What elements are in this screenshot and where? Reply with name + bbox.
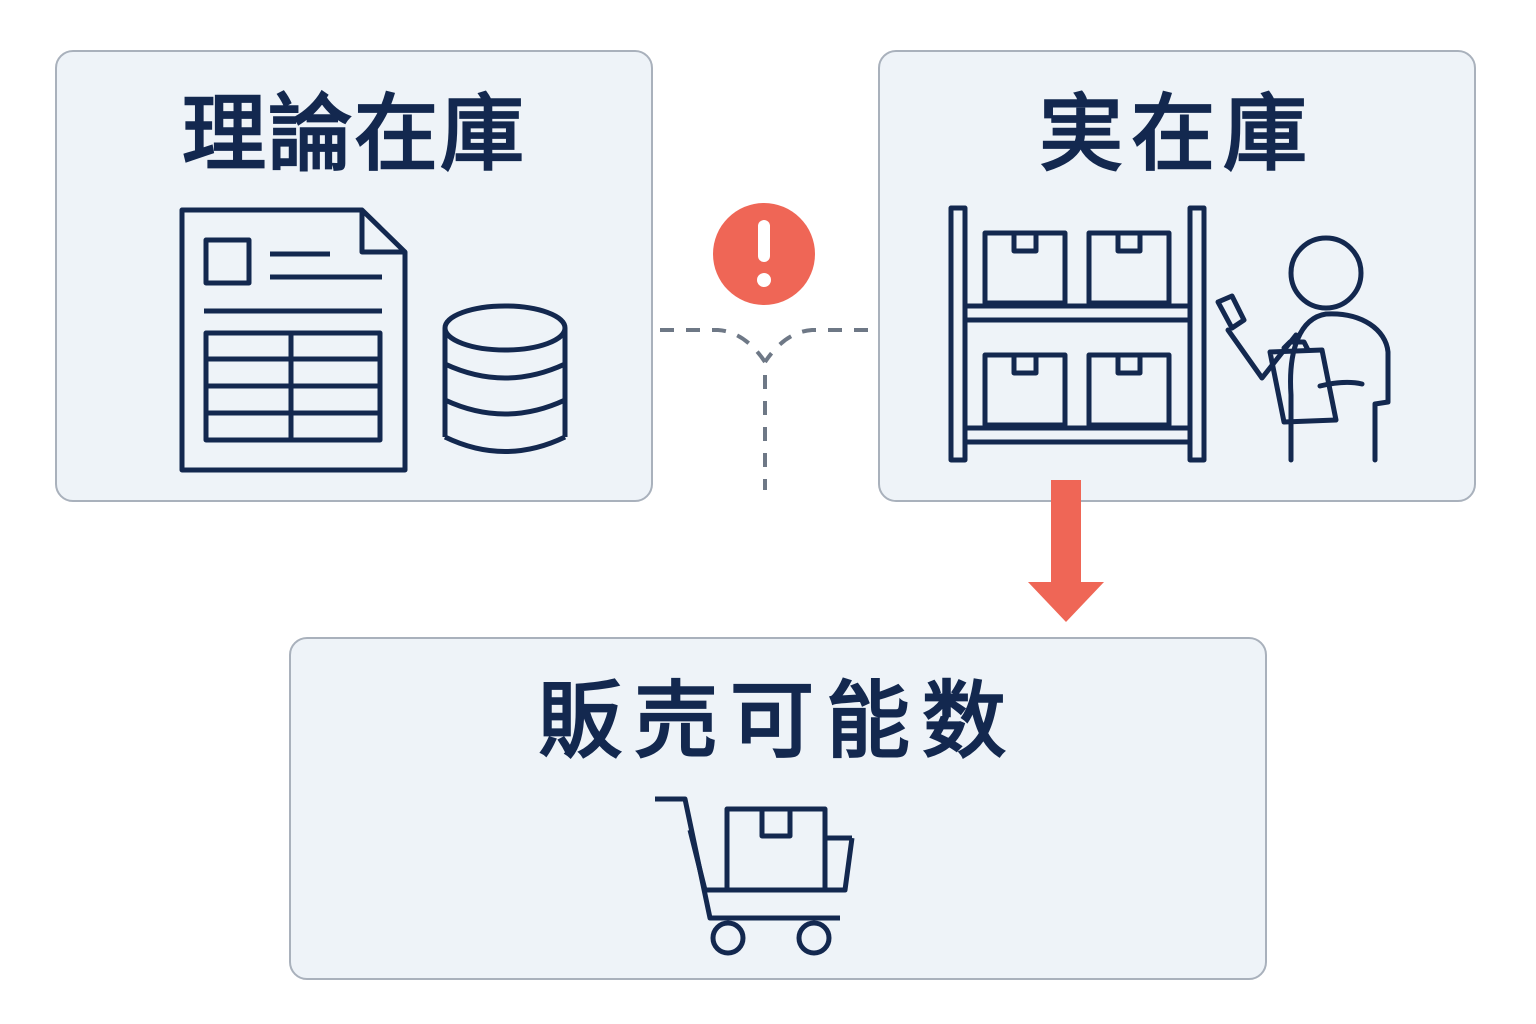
shopping-cart-icon (655, 796, 855, 956)
database-icon (442, 303, 568, 454)
alert-icon (713, 203, 815, 305)
warehouse-shelf-icon (948, 205, 1207, 463)
actual-inventory-title: 実在庫 (1038, 85, 1315, 183)
inspector-clipboard-icon (1215, 235, 1391, 463)
theoretical-inventory-card: 理論在庫 (55, 50, 653, 502)
sellable-quantity-title: 販売可能数 (537, 672, 1018, 770)
box-icon (982, 352, 1068, 428)
theoretical-inventory-title: 理論在庫 (181, 85, 526, 183)
down-arrow-icon (1028, 480, 1104, 622)
box-icon (1086, 352, 1172, 428)
box-icon (1086, 230, 1172, 306)
document-table-icon (179, 207, 408, 473)
dashed-connector (660, 328, 868, 490)
box-icon (982, 230, 1068, 306)
